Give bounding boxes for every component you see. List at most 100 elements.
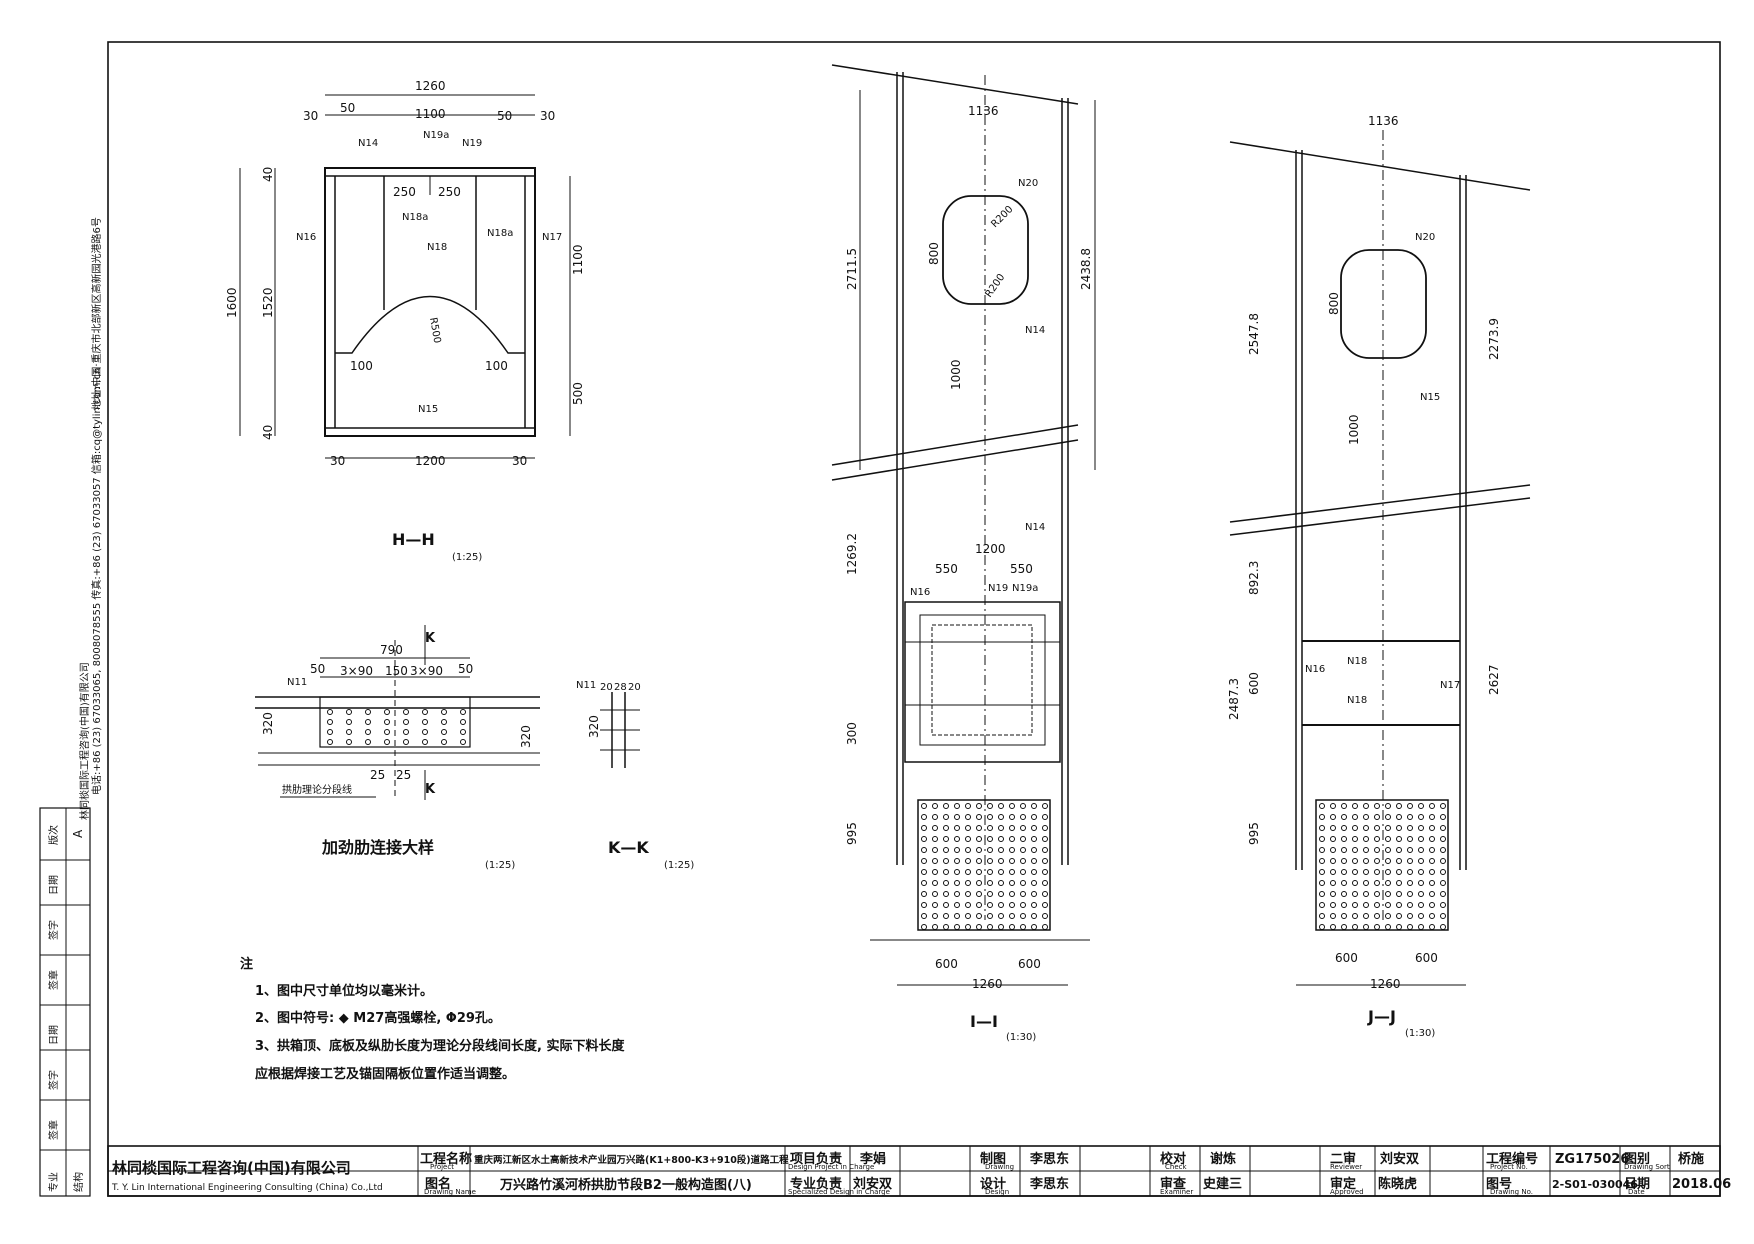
svg-text:Reviewer: Reviewer [1330, 1163, 1362, 1171]
section-jj [1229, 130, 1531, 986]
svg-text:拱肋理论分段线: 拱肋理论分段线 [282, 783, 352, 796]
notes: 注 1、图中尺寸单位均以毫米计。 2、图中符号: ◆ M27高强螺栓, Φ29孔… [240, 956, 626, 1082]
bolt-hole [1031, 913, 1037, 919]
bolt-hole [965, 847, 971, 853]
bolt-hole [1407, 902, 1413, 908]
bolt-hole [1009, 814, 1015, 820]
svg-text:N18: N18 [1347, 695, 1367, 706]
bolt-hole [1020, 825, 1026, 831]
bolt-hole [1363, 869, 1369, 875]
svg-text:N17: N17 [542, 232, 562, 243]
bolt-hole [1396, 858, 1402, 864]
svg-text:专业: 专业 [47, 1172, 60, 1192]
svg-text:图号: 图号 [1486, 1177, 1512, 1192]
bolt-hole [954, 924, 960, 930]
bolt-hole [1319, 913, 1325, 919]
bolt-hole [976, 869, 982, 875]
svg-text:Drawing No.: Drawing No. [1490, 1188, 1533, 1196]
svg-text:签章: 签章 [47, 1120, 60, 1140]
bolt-hole [1020, 858, 1026, 864]
bolt-hole [1341, 924, 1347, 930]
bolt-hole [1418, 891, 1424, 897]
svg-text:150: 150 [385, 664, 408, 678]
drawing-name: 万兴路竹溪河桥拱肋节段B2一般构造图(八) [499, 1177, 752, 1193]
bolt-hole [460, 729, 466, 735]
stiffener-detail-text: K K 790 50 3×90 150 3×90 50 320 320 25 2… [261, 631, 533, 871]
svg-text:25: 25 [396, 768, 411, 782]
svg-text:工程编号: 工程编号 [1486, 1151, 1538, 1167]
svg-text:(1:25): (1:25) [664, 860, 694, 871]
svg-text:Drawing Sort: Drawing Sort [1624, 1163, 1670, 1171]
section-kk [600, 692, 640, 768]
bolt-hole [1009, 869, 1015, 875]
bolt-hole [965, 924, 971, 930]
bolt-hole [1396, 880, 1402, 886]
svg-text:N19: N19 [988, 583, 1008, 594]
bolt-hole [965, 858, 971, 864]
svg-text:专业负责: 专业负责 [790, 1176, 842, 1192]
bolt-hole [965, 814, 971, 820]
svg-text:N19: N19 [462, 138, 482, 149]
bolt-hole [1374, 902, 1380, 908]
bolt-hole [1020, 902, 1026, 908]
bolt-hole [921, 814, 927, 820]
bolt-hole [1363, 836, 1369, 842]
svg-text:1200: 1200 [975, 542, 1006, 556]
bolt-hole [1020, 869, 1026, 875]
bolt-hole [932, 913, 938, 919]
bolt-hole [1396, 902, 1402, 908]
bolt-hole [1042, 803, 1048, 809]
bolt-hole [1407, 836, 1413, 842]
bolt-hole [1363, 814, 1369, 820]
bolt-hole [1374, 880, 1380, 886]
svg-text:R500: R500 [427, 317, 442, 345]
svg-text:ZG175026: ZG175026 [1555, 1152, 1629, 1167]
section-hh-title: H—H [392, 530, 435, 549]
bolt-hole [1020, 891, 1026, 897]
section-kk-text: N11 20 28 20 320 K—K (1:25) [576, 680, 694, 871]
bolt-hole [1020, 836, 1026, 842]
bolt-hole [1396, 803, 1402, 809]
bolt-hole [327, 739, 333, 745]
svg-text:2438.8: 2438.8 [1079, 248, 1093, 290]
bolt-hole [1352, 880, 1358, 886]
bolt-hole [403, 719, 409, 725]
svg-text:2547.8: 2547.8 [1247, 313, 1261, 355]
bolt-hole [954, 869, 960, 875]
bolt-hole [921, 869, 927, 875]
bolt-hole [1341, 869, 1347, 875]
bolt-hole [1352, 803, 1358, 809]
bolt-hole [1396, 913, 1402, 919]
bolt-hole [932, 880, 938, 886]
svg-text:3×90: 3×90 [340, 664, 373, 678]
bolt-hole [1042, 869, 1048, 875]
svg-text:N19a: N19a [423, 130, 449, 141]
bolt-hole [346, 719, 352, 725]
bolt-hole [932, 924, 938, 930]
svg-text:N11: N11 [287, 677, 307, 688]
bolt-hole [943, 836, 949, 842]
svg-text:项目负责: 项目负责 [790, 1151, 842, 1167]
bolt-hole [932, 803, 938, 809]
svg-text:图别: 图别 [1624, 1152, 1650, 1167]
bolt-hole [1385, 891, 1391, 897]
bolt-hole [1330, 891, 1336, 897]
svg-text:30: 30 [330, 454, 345, 468]
bolt-hole [965, 880, 971, 886]
bolt-hole [976, 803, 982, 809]
svg-text:800: 800 [927, 242, 941, 265]
svg-text:320: 320 [587, 715, 601, 738]
bolt-hole [1440, 891, 1446, 897]
bolt-hole [1009, 836, 1015, 842]
bolt-hole [1429, 847, 1435, 853]
bolt-hole [954, 913, 960, 919]
bolt-hole [932, 847, 938, 853]
title-block [107, 1145, 1721, 1197]
svg-text:李思东: 李思东 [1029, 1176, 1069, 1192]
bolt-hole [1418, 803, 1424, 809]
bolt-hole [1363, 858, 1369, 864]
svg-text:图名: 图名 [425, 1176, 451, 1192]
svg-text:注: 注 [240, 956, 253, 972]
bolt-hole [1330, 880, 1336, 886]
bolt-hole [1330, 836, 1336, 842]
